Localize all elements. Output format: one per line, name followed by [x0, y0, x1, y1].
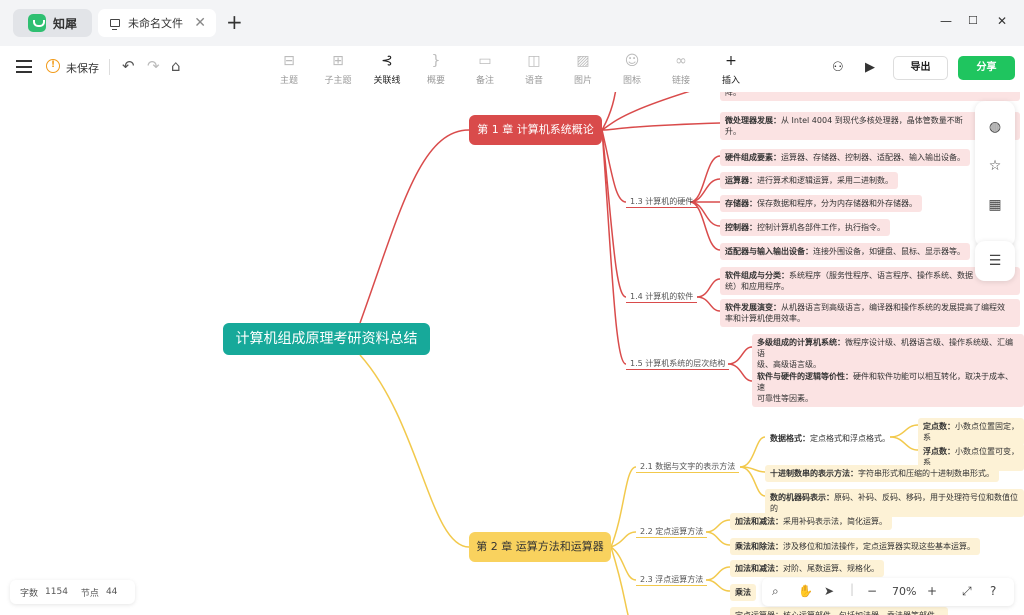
section-1-4[interactable]: 1.4 计算机的软件 [626, 291, 698, 303]
toolbar: ! 未保存 ↶ ↷ ⌂ ⊟主题 ⊞子主题 ⊰关联线 }概要 ▭备注 ◫语音 ▨图… [0, 46, 1024, 92]
menu-icon[interactable] [16, 60, 32, 73]
redo-icon[interactable]: ↷ [147, 57, 160, 75]
topic-icon: ⊟ [283, 53, 295, 69]
leaf-1-3-0[interactable]: 硬件组成要素：运算器、存储器、控制器、适配器、输入输出设备。 [720, 149, 970, 166]
words-label: 字数 [20, 588, 39, 599]
palette-icon[interactable]: ◍ [988, 119, 1002, 135]
hand-icon[interactable]: ✋ [798, 584, 813, 598]
leaf-1-3-1[interactable]: 运算器：进行算术和逻辑运算，采用二进制数。 [720, 172, 898, 189]
tool-link[interactable]: ∞链接 [661, 52, 701, 86]
present-icon[interactable]: ▶ [865, 60, 875, 75]
zoom-divider: | [850, 582, 855, 596]
search-icon[interactable]: ⌕ [772, 584, 779, 598]
tool-relation-line[interactable]: ⊰关联线 [367, 52, 407, 86]
zoom-in-button[interactable]: + [927, 584, 938, 598]
export-button[interactable]: 导出 [893, 56, 948, 80]
leaf-1-4-1[interactable]: 软件发展演变：从机器语言到高级语言，编译器和操作系统的发展提高了编程效率和计算机… [720, 299, 1020, 327]
connector-lines [359, 92, 919, 615]
save-status: 未保存 [66, 62, 99, 75]
tool-note[interactable]: ▭备注 [465, 52, 505, 86]
leaf-top-a[interactable]: 降。 [720, 92, 1020, 101]
add-tab-button[interactable]: + [226, 10, 243, 34]
leaf-1-5-0[interactable]: 多级组成的计算机系统：微程序设计级、机器语言级、操作系统级、汇编语级、高级语言级… [752, 334, 1024, 373]
warning-icon: ! [46, 59, 60, 73]
close-tab-icon[interactable]: ✕ [194, 15, 206, 31]
chapter-2-topic[interactable]: 第 2 章 运算方法和运算器 [469, 532, 611, 562]
leaf-2-1-0[interactable]: 数据格式：定点格式和浮点格式。 [770, 434, 890, 443]
insert-icon: + [725, 53, 737, 69]
root-topic[interactable]: 计算机组成原理考研资料总结 [223, 323, 430, 355]
leaf-1-4-0[interactable]: 软件组成与分类：系统程序（服务性程序、语言程序、操作系统、数据统）和应用程序。 [720, 267, 1020, 295]
nodes-label: 节点 [80, 588, 99, 599]
app-logo-icon [28, 14, 46, 32]
emoji-icon: ☺ [624, 53, 640, 69]
close-window-button[interactable]: ✕ [997, 14, 1008, 28]
collaborators-icon[interactable]: ⚇ [832, 60, 844, 75]
maximize-button[interactable]: ☐ [968, 14, 978, 27]
outline-panel: ☰ [975, 241, 1015, 281]
monitor-icon [110, 19, 120, 30]
side-panel: ◍ ☆ ▦ [975, 101, 1015, 247]
fit-screen-icon[interactable]: ⤢ [962, 584, 972, 598]
leaf-1-5-1[interactable]: 软件与硬件的逻辑等价性：硬件和软件功能可以相互转化，取决于成本、速可靠性等因素。 [752, 368, 1024, 407]
zoom-bar: ⌕ ✋ ➤ | − 70% + ⤢ ? [762, 578, 1014, 606]
leaf-1-3-4[interactable]: 适配器与输入输出设备：连接外围设备，如键盘、鼠标、显示器等。 [720, 243, 970, 260]
nodes-count: 44 [105, 587, 118, 597]
toolbar-divider [109, 59, 110, 75]
chapter-1-topic[interactable]: 第 1 章 计算机系统概论 [469, 115, 602, 145]
subtopic-icon: ⊞ [332, 53, 344, 69]
zoom-out-button[interactable]: − [867, 584, 878, 598]
help-icon[interactable]: ? [990, 584, 997, 598]
section-1-5[interactable]: 1.5 计算机系统的层次结构 [626, 358, 730, 370]
status-bar: 字数 1154 节点 44 [10, 580, 135, 604]
tool-image[interactable]: ▨图片 [563, 52, 603, 86]
tool-topic[interactable]: ⊟主题 [269, 52, 309, 86]
section-2-3[interactable]: 2.3 浮点运算方法 [636, 574, 708, 586]
tool-insert[interactable]: +插入 [711, 52, 751, 86]
tab-home[interactable]: 知犀 [13, 9, 92, 37]
minimize-button[interactable]: — [940, 14, 952, 28]
leaf-2-2-0[interactable]: 加法和减法：采用补码表示法，简化运算。 [730, 513, 892, 530]
summary-icon: } [431, 53, 441, 69]
image-icon: ▨ [576, 53, 590, 69]
tool-subtopic[interactable]: ⊞子主题 [318, 52, 358, 86]
leaf-2-1-sub-0[interactable]: 定点数：小数点位置固定，系 [918, 418, 1024, 446]
title-bar: 知犀 未命名文件 ✕ + — ☐ ✕ [0, 0, 1024, 46]
tab-home-label: 知犀 [53, 16, 78, 31]
leaf-2-bottom[interactable]: 定点运算器：核心运算部件，包括加法器、乘法器等部件。 [730, 607, 948, 615]
leaf-2-3-1[interactable]: 乘法 [730, 584, 756, 601]
section-1-3[interactable]: 1.3 计算机的硬件 [626, 196, 698, 208]
tool-emoji[interactable]: ☺图标 [612, 52, 652, 86]
zoom-level: 70% [892, 585, 917, 598]
layout-icon[interactable]: ▦ [988, 197, 1002, 213]
section-2-2[interactable]: 2.2 定点运算方法 [636, 526, 708, 538]
share-button[interactable]: 分享 [958, 56, 1015, 80]
leaf-1-3-2[interactable]: 存储器：保存数据和程序，分为内存储器和外存储器。 [720, 195, 922, 212]
leaf-1-3-3[interactable]: 控制器：控制计算机各部件工作，执行指令。 [720, 219, 890, 236]
tool-voice[interactable]: ◫语音 [514, 52, 554, 86]
voice-icon: ◫ [527, 53, 541, 69]
outline-list-icon[interactable]: ☰ [988, 253, 1002, 269]
leaf-2-1-1[interactable]: 十进制数串的表示方法：字符串形式和压缩的十进制数串形式。 [765, 465, 999, 482]
tab-file[interactable]: 未命名文件 ✕ [98, 9, 216, 37]
note-icon: ▭ [478, 53, 492, 69]
leaf-microprocessor[interactable]: 微处理器发展：从 Intel 4004 到现代多核处理器，晶体管数量不断升。 [720, 112, 1020, 140]
undo-icon[interactable]: ↶ [122, 57, 135, 75]
mindmap-canvas[interactable]: 计算机组成原理考研资料总结 第 1 章 计算机系统概论 降。 微处理器发展：从 … [0, 92, 1024, 615]
link-icon: ∞ [675, 53, 687, 69]
relation-line-icon: ⊰ [381, 53, 393, 69]
words-count: 1154 [45, 587, 68, 597]
section-2-1[interactable]: 2.1 数据与文字的表示方法 [636, 461, 740, 473]
sticker-icon[interactable]: ☆ [988, 158, 1002, 174]
tab-file-label: 未命名文件 [128, 17, 183, 30]
tool-summary[interactable]: }概要 [416, 52, 456, 86]
leaf-2-2-1[interactable]: 乘法和除法：涉及移位和加法操作，定点运算器实现这些基本运算。 [730, 538, 980, 555]
leaf-2-1-2[interactable]: 数的机器码表示：原码、补码、反码、移码，用于处理符号位和数值位的 [765, 489, 1024, 517]
format-painter-icon[interactable]: ⌂ [171, 57, 181, 75]
leaf-2-3-0[interactable]: 加法和减法：对阶、尾数运算、规格化。 [730, 560, 884, 577]
pointer-icon[interactable]: ➤ [824, 584, 835, 598]
